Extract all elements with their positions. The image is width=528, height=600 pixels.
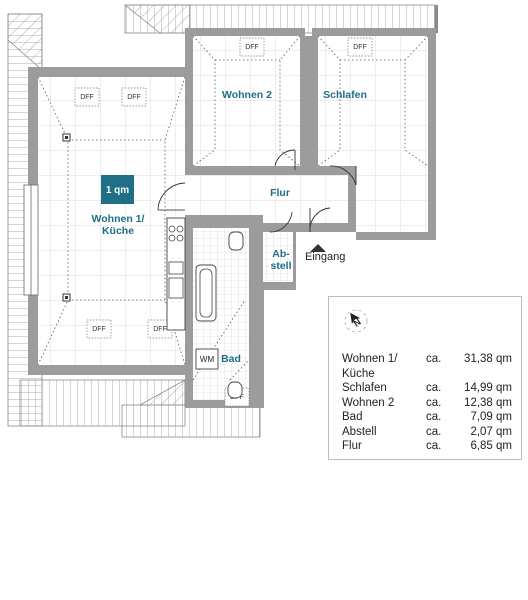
room-floors — [38, 36, 428, 408]
washing-machine-label: WM — [200, 355, 215, 364]
area-prefix: ca. — [426, 425, 442, 438]
bathroom-fixtures — [195, 231, 244, 399]
roof-overhang — [7, 4, 438, 438]
area-row: Flur ca. 6,85 qm — [342, 439, 512, 454]
room-label-wohnen-kueche: Wohnen 1/Küche — [92, 213, 145, 237]
area-prefix: ca. — [426, 411, 442, 423]
area-value: 7,09 qm — [470, 411, 512, 423]
area-room-name: Wohnen 1/Küche — [342, 353, 398, 380]
area-row: Wohnen 1/Küche ca. 31,38 qm — [342, 352, 512, 381]
area-row: Wohnen 2 ca. 12,38 qm — [342, 396, 512, 411]
skylight-2: DFF — [121, 87, 147, 107]
room-label-flur: Flur — [270, 187, 290, 199]
skylight-label: DFF — [80, 94, 94, 101]
scale-marker-label: 1 qm — [106, 185, 129, 196]
area-row: Bad ca. 7,09 qm — [342, 410, 512, 425]
room-label-schlafen: Schlafen — [323, 89, 367, 101]
skylight-5: DFF — [86, 319, 112, 339]
area-prefix: ca. — [426, 353, 442, 365]
skylights: DFFDFFDFFDFFDFFDFFDFF — [74, 37, 373, 407]
skylight-label: DFF — [127, 94, 141, 101]
area-room-name: Wohnen 2 — [342, 396, 395, 409]
window-left — [23, 184, 39, 296]
skylight-label: DFF — [92, 326, 106, 333]
entrance-label: Eingang — [305, 251, 345, 263]
area-value: 31,38 qm — [464, 353, 512, 365]
area-value: 12,38 qm — [464, 396, 512, 409]
area-table: Wohnen 1/Küche ca. 31,38 qm Schlafen ca. 14,9… — [342, 352, 512, 454]
area-row: Abstell ca. 2,07 qm — [342, 425, 512, 440]
area-value: 2,07 qm — [470, 425, 512, 438]
area-row: Schlafen ca. 14,99 qm — [342, 381, 512, 396]
room-label-wohnen2: Wohnen 2 — [222, 89, 272, 101]
skylight-label: DFF — [153, 326, 167, 333]
room-label-bad: Bad — [221, 353, 241, 365]
entrance-marker: Eingang — [305, 244, 345, 263]
doors — [157, 149, 357, 233]
scale-marker: 1 qm — [101, 175, 134, 204]
area-room-name: Bad — [342, 411, 363, 423]
skylight-3: DFF — [239, 37, 265, 57]
kitchen-counter — [166, 217, 186, 331]
skylight-label: DFF — [353, 44, 367, 51]
north-arrow-icon: N — [344, 309, 368, 333]
skylight-label: DFF — [245, 44, 259, 51]
room-label-abstell: Ab-stell — [270, 248, 291, 272]
roof-slope-lines — [37, 35, 429, 381]
area-prefix: ca. — [426, 440, 442, 452]
area-prefix: ca. — [426, 382, 442, 394]
skylight-6: DFF — [147, 319, 173, 339]
area-value: 14,99 qm — [464, 382, 512, 394]
skylight-1: DFF — [74, 87, 100, 107]
area-room-name: Abstell — [342, 425, 377, 438]
column-markers — [62, 133, 71, 302]
area-value: 6,85 qm — [470, 440, 512, 452]
area-legend: N Wohnen 1/Küche ca. 31,38 qm Schlafen ca. 14… — [328, 296, 522, 460]
area-room-name: Flur — [342, 440, 362, 452]
area-room-name: Schlafen — [342, 382, 387, 394]
skylight-4: DFF — [347, 37, 373, 57]
north-letter: N — [352, 317, 363, 329]
area-prefix: ca. — [426, 396, 442, 409]
